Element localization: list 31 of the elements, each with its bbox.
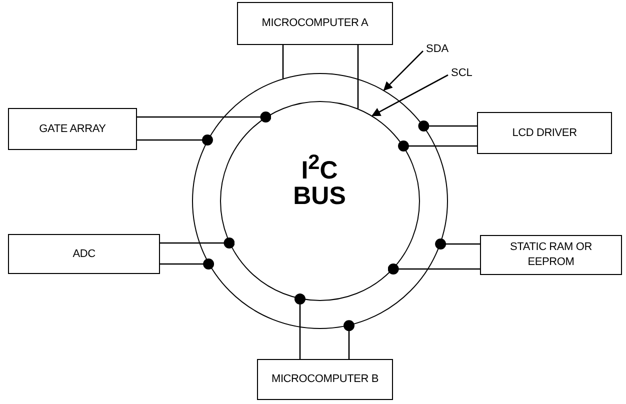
bus-wire <box>398 140 477 152</box>
device-box <box>237 2 393 45</box>
device-box <box>8 108 137 150</box>
bus-wire <box>160 258 214 270</box>
bus-wire <box>160 238 235 248</box>
device-box <box>257 359 393 400</box>
bus-wire <box>418 120 477 132</box>
device-name: STATIC RAM OR EEPROM <box>509 240 593 270</box>
bus-wire <box>357 45 359 108</box>
device-name: ADC <box>72 246 96 262</box>
bus-title: I$^{2}$C BUS <box>292 152 347 210</box>
bus-wire <box>282 45 284 78</box>
device-name: MICROCOMPUTER A <box>262 16 368 31</box>
bus-circle <box>192 73 448 329</box>
bus-wire <box>294 293 306 359</box>
signal-label: SCL <box>451 66 472 81</box>
device-box <box>8 234 160 274</box>
device-box <box>480 235 622 275</box>
device-name: MICROCOMPUTER B <box>271 372 378 387</box>
device-box <box>477 112 612 154</box>
bus-wire <box>137 112 272 122</box>
bus-wire <box>344 320 354 359</box>
device-name: LCD DRIVER <box>512 126 577 140</box>
bus-wire <box>388 264 480 274</box>
bus-wire <box>435 238 480 250</box>
bus-wire <box>137 134 213 146</box>
device-name: GATE ARRAY <box>39 122 106 136</box>
leader-arrow <box>371 74 448 116</box>
bus-circle <box>220 100 420 300</box>
leader-arrow <box>383 50 424 91</box>
signal-label: SDA <box>426 42 449 57</box>
